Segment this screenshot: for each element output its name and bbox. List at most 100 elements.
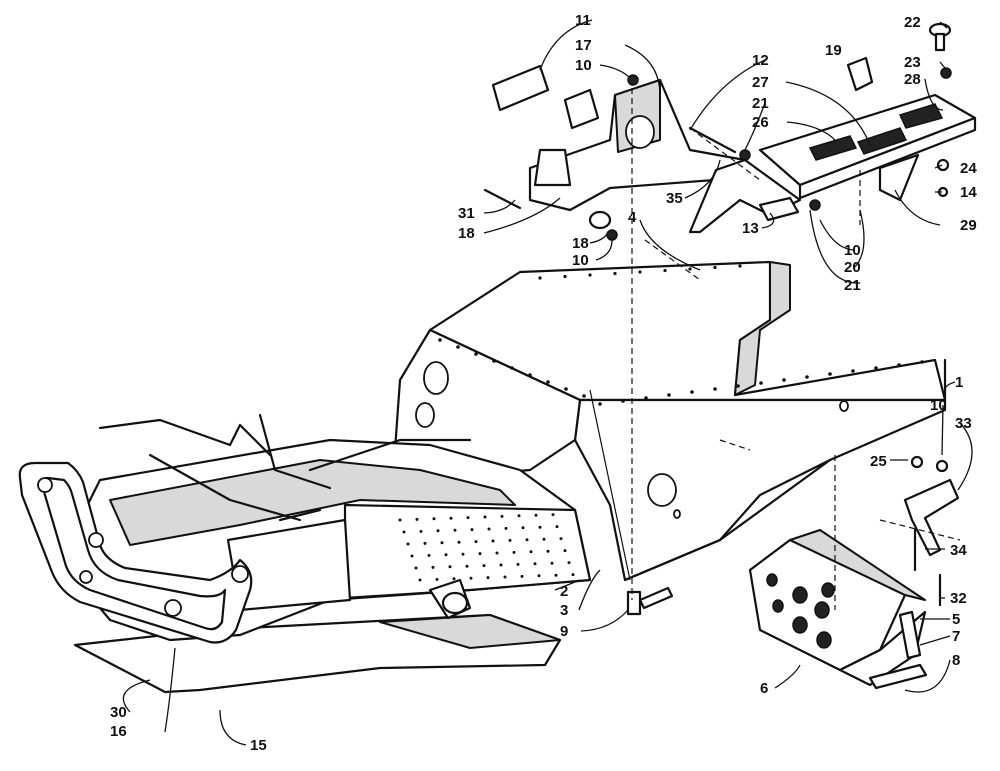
- rivet: [638, 270, 642, 274]
- rivet: [414, 566, 418, 570]
- rivet: [546, 549, 550, 553]
- callout-16: 16: [110, 723, 127, 740]
- rivet: [419, 529, 423, 533]
- rivet: [469, 576, 473, 580]
- rivet: [738, 264, 742, 268]
- rivet: [525, 538, 529, 542]
- rivet: [551, 513, 555, 517]
- rivet: [516, 562, 520, 566]
- strap-8: [868, 610, 928, 690]
- bolts: [483, 126, 942, 607]
- callout-labels: 11 17 10 12 27 21 26 19 22 23 28 24 14 2…: [110, 12, 977, 754]
- rivet: [667, 393, 671, 397]
- callout-18: 18: [458, 225, 475, 242]
- callout-13: 13: [742, 220, 759, 237]
- rivet: [851, 369, 855, 373]
- callout-26: 26: [752, 114, 769, 131]
- rivet: [461, 552, 465, 556]
- callout-34: 34: [950, 542, 967, 559]
- callout-17: 17: [575, 37, 592, 54]
- rivet: [410, 554, 414, 558]
- rivet: [533, 562, 537, 566]
- callout-15: 15: [250, 737, 267, 754]
- rivet: [555, 525, 559, 529]
- callout-11: 11: [575, 12, 591, 29]
- callout-6: 6: [760, 680, 768, 697]
- callout-20: 20: [844, 259, 861, 276]
- callout-10: 10: [572, 252, 589, 269]
- side-panel-perforations: [398, 513, 575, 582]
- rivet: [564, 387, 568, 391]
- front-bumper: [18, 461, 253, 644]
- rivet: [449, 516, 453, 520]
- bracket-33: [903, 455, 960, 557]
- rivet: [432, 517, 436, 521]
- rivet: [483, 515, 487, 519]
- callout-27: 27: [752, 74, 769, 91]
- rivet: [491, 539, 495, 543]
- callout-28: 28: [904, 71, 921, 88]
- callout-5: 5: [952, 611, 960, 628]
- callout-1: 1: [955, 374, 963, 391]
- callout-8: 8: [952, 652, 960, 669]
- callout-35: 35: [666, 190, 683, 207]
- bracket-11: [491, 64, 600, 130]
- callout-21: 21: [844, 277, 861, 294]
- rivet: [713, 387, 717, 391]
- callout-22: 22: [904, 14, 921, 31]
- rivet: [423, 541, 427, 545]
- rivet: [736, 384, 740, 388]
- rivet: [415, 517, 419, 521]
- bracket-13: [688, 158, 802, 234]
- rivet: [713, 265, 717, 270]
- rivet: [621, 399, 625, 403]
- rivet: [431, 565, 435, 569]
- rivet: [567, 561, 571, 565]
- rivet: [474, 540, 478, 544]
- rivet: [453, 528, 457, 532]
- callout-14: 14: [960, 184, 977, 201]
- rivet: [436, 529, 440, 533]
- rivet: [582, 394, 586, 398]
- rivet: [512, 550, 516, 554]
- rivet: [520, 574, 524, 578]
- rivet: [492, 359, 496, 363]
- rivet: [521, 526, 525, 530]
- rivet: [897, 363, 901, 367]
- chassis-tunnel: [393, 260, 947, 582]
- rivet: [534, 513, 538, 517]
- rivet: [828, 372, 832, 376]
- footrest-7: [748, 529, 927, 687]
- callout-18: 18: [572, 235, 589, 252]
- rivet: [538, 276, 542, 280]
- rivet: [503, 575, 507, 579]
- callout-9: 9: [560, 623, 568, 640]
- callout-10: 10: [930, 397, 947, 414]
- callout-2: 2: [560, 583, 568, 600]
- rivet: [510, 366, 514, 370]
- rivet: [444, 553, 448, 557]
- rivet: [805, 375, 809, 379]
- callout-24: 24: [960, 160, 977, 177]
- rivet: [538, 525, 542, 529]
- callout-19: 19: [825, 42, 842, 59]
- rivet: [465, 564, 469, 568]
- console-tray-28: [758, 93, 977, 202]
- rivet: [563, 549, 567, 553]
- callout-7: 7: [952, 628, 960, 645]
- rivet: [644, 396, 648, 400]
- callout-32: 32: [950, 590, 967, 607]
- rivet: [759, 381, 763, 385]
- rivet: [920, 360, 924, 364]
- leader-lines: [122, 19, 973, 746]
- rivet: [550, 561, 554, 565]
- rivet: [528, 373, 532, 377]
- rivet: [487, 527, 491, 531]
- rivet: [474, 352, 478, 356]
- front-frame-tubes: [98, 413, 472, 620]
- rivet: [440, 541, 444, 545]
- rivet: [457, 540, 461, 544]
- rivet: [554, 573, 558, 577]
- rivet: [588, 273, 592, 277]
